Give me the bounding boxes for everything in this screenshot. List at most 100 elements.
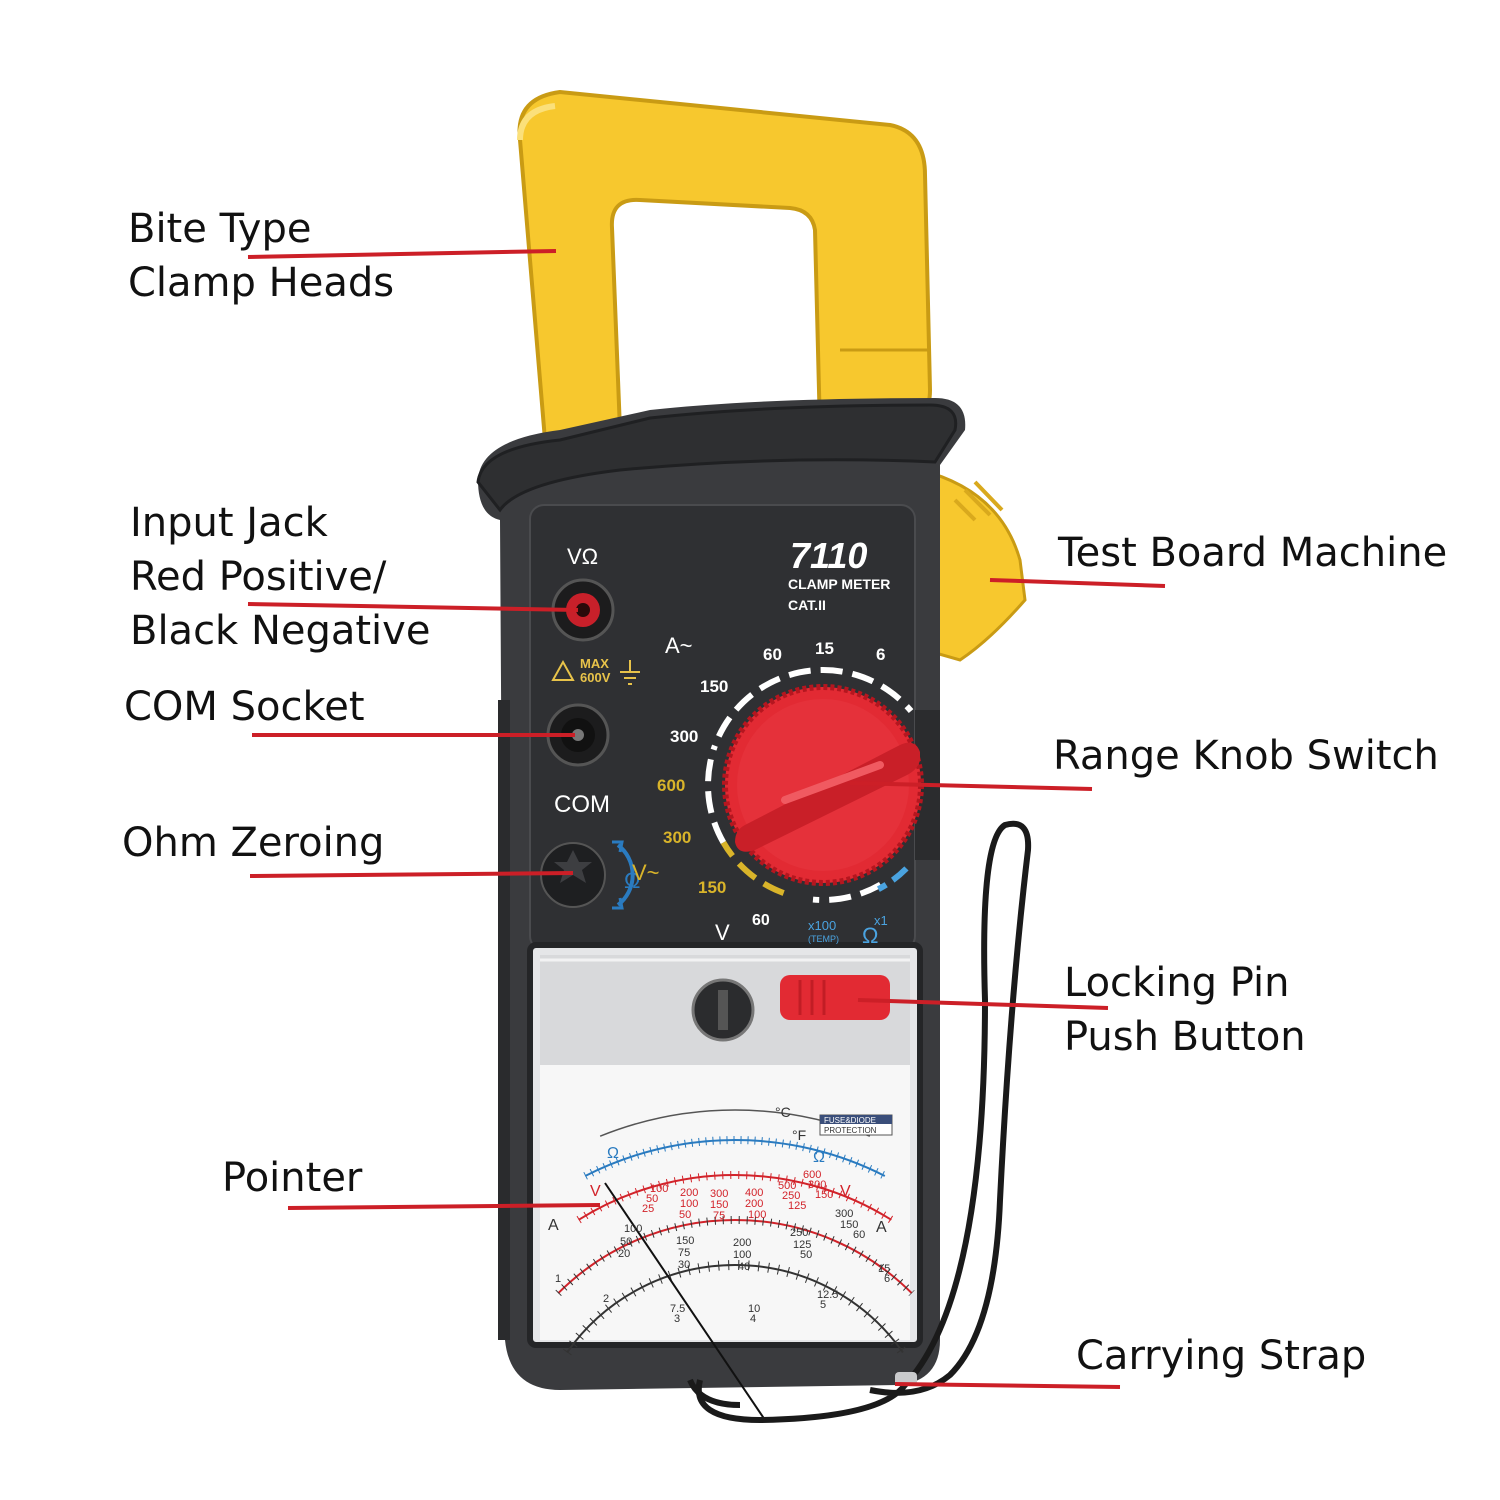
leader-bite-type bbox=[247, 249, 557, 259]
scale-a-left: A bbox=[548, 1217, 559, 1234]
model-number: 7110 bbox=[790, 535, 867, 576]
acv-range-300a: 300 bbox=[670, 727, 698, 746]
scale-v300-100: 100 bbox=[680, 1198, 698, 1210]
callout-com-socket-line1: COM Socket bbox=[124, 684, 365, 730]
scale-a6-4: 4 bbox=[750, 1313, 756, 1325]
scale-a300-100: 100 bbox=[624, 1223, 642, 1235]
scale-v150-25: 25 bbox=[642, 1203, 654, 1215]
scale-a60-20: 20 bbox=[618, 1248, 630, 1260]
callout-ohm-zeroing-line1: Ohm Zeroing bbox=[122, 820, 385, 866]
leader-pointer bbox=[287, 1203, 601, 1210]
clamp-head bbox=[517, 89, 933, 443]
acv-range-600: 600 bbox=[657, 776, 685, 795]
scale-ohm-left: Ω bbox=[607, 1145, 619, 1162]
callout-test-board: Test Board Machine bbox=[1058, 526, 1447, 580]
amp-label: A~ bbox=[665, 633, 693, 658]
scale-v600-200: 200 bbox=[680, 1187, 698, 1199]
scale-ohm-right: Ω bbox=[813, 1149, 825, 1166]
scale-ticks-a-high bbox=[555, 1215, 915, 1297]
max-warning-line2: 600V bbox=[580, 670, 611, 685]
com-jack[interactable] bbox=[546, 703, 610, 767]
scale-v150-125: 125 bbox=[788, 1200, 806, 1212]
scale-v300-250: 250 bbox=[782, 1190, 800, 1202]
scale-a150-100: 100 bbox=[733, 1249, 751, 1261]
ohm-temp: (TEMP) bbox=[808, 934, 839, 944]
leader-test-board bbox=[989, 578, 1166, 588]
scale-v150-50: 50 bbox=[679, 1209, 691, 1221]
dial-arc-dcv bbox=[812, 881, 882, 903]
scale-a6-1: 1 bbox=[555, 1273, 561, 1285]
warning-icon bbox=[551, 659, 640, 685]
leader-ohm-zeroing bbox=[249, 871, 574, 878]
scale-a300-150: 150 bbox=[676, 1235, 694, 1247]
scale-a60-40: 40 bbox=[738, 1261, 750, 1273]
leader-range-knob bbox=[849, 781, 1093, 791]
scale-a300-300: 300 bbox=[835, 1208, 853, 1220]
dcv-label: V bbox=[715, 920, 730, 945]
jack-v-ohm-label: VΩ bbox=[567, 544, 598, 569]
callout-locking-pin-line2: Push Button bbox=[1064, 1014, 1306, 1060]
scale-v600-400: 400 bbox=[745, 1187, 763, 1199]
scale-v150-75: 75 bbox=[713, 1210, 725, 1222]
acv-range-300b: 300 bbox=[663, 828, 691, 847]
callout-test-board-line1: Test Board Machine bbox=[1058, 530, 1448, 576]
callout-input-jack-line2: Red Positive/ bbox=[130, 554, 387, 600]
callout-locking-pin-line1: Locking Pin bbox=[1064, 960, 1290, 1006]
cat-rating: CAT.II bbox=[788, 597, 826, 613]
scale-unit-c: °C bbox=[775, 1104, 791, 1120]
scale-a15-2: 2 bbox=[603, 1293, 609, 1305]
scale-badge-line2: PROTECTION bbox=[824, 1126, 877, 1135]
scale-arc-a-low bbox=[566, 1264, 904, 1353]
callout-range-knob-line1: Range Knob Switch bbox=[1053, 733, 1439, 779]
callout-locking-pin: Locking Pin Push Button bbox=[1064, 956, 1306, 1064]
scale-v150-100: 100 bbox=[748, 1209, 766, 1221]
jack-com-label: COM bbox=[554, 791, 610, 818]
scale-v300-150: 150 bbox=[710, 1199, 728, 1211]
scale-a6-5: 5 bbox=[820, 1299, 826, 1311]
scale-unit-f: °F bbox=[792, 1127, 806, 1143]
scale-v-left: V bbox=[590, 1183, 601, 1200]
callout-strap-line1: Carrying Strap bbox=[1076, 1333, 1367, 1379]
scale-a60-30: 30 bbox=[678, 1259, 690, 1271]
ohm-x1: x1 bbox=[874, 913, 888, 928]
acv-range-150: 150 bbox=[698, 878, 726, 897]
scale-a6-3: 3 bbox=[674, 1313, 680, 1325]
leader-strap bbox=[894, 1382, 1121, 1389]
dial-arc-ohm bbox=[876, 866, 909, 892]
callout-range-knob: Range Knob Switch bbox=[1053, 729, 1439, 783]
scale-arc-v bbox=[578, 1174, 892, 1221]
pointer-needle bbox=[604, 1182, 766, 1421]
meter-labels: 7110 CLAMP METER CAT.II VΩ COM MAX 600V … bbox=[554, 535, 890, 948]
dial-arc-amp bbox=[716, 667, 914, 738]
scale-v600-600: 600 bbox=[803, 1169, 821, 1181]
leader-locking-pin bbox=[857, 998, 1109, 1010]
range-dial-arcs bbox=[705, 667, 914, 903]
dcv-range-60: 60 bbox=[752, 912, 770, 929]
range-knob[interactable] bbox=[722, 684, 924, 886]
callout-input-jack-line1: Input Jack bbox=[130, 500, 328, 546]
callout-pointer-line1: Pointer bbox=[222, 1155, 363, 1201]
callout-bite-type-line2: Clamp Heads bbox=[128, 260, 395, 306]
scale-v300-50: 50 bbox=[646, 1193, 658, 1205]
meter-window bbox=[527, 942, 923, 1348]
max-warning-line1: MAX bbox=[580, 656, 609, 671]
scale-v300-200: 200 bbox=[745, 1198, 763, 1210]
callout-ohm-zeroing: Ohm Zeroing bbox=[122, 816, 384, 870]
scale-arc-ohm bbox=[584, 1139, 886, 1177]
scale-a300-200: 200 bbox=[733, 1237, 751, 1249]
scale-a15-10: 10 bbox=[748, 1303, 760, 1315]
scale-v150-150: 150 bbox=[815, 1189, 833, 1201]
carrying-strap bbox=[687, 820, 1032, 1424]
trigger-lever bbox=[918, 468, 1027, 662]
scale-a15-7.5: 7.5 bbox=[670, 1303, 685, 1315]
callout-com-socket: COM Socket bbox=[124, 680, 365, 734]
scale-a15-15: 15 bbox=[878, 1263, 890, 1275]
amp-range-60: 60 bbox=[763, 645, 782, 664]
callout-pointer: Pointer bbox=[222, 1151, 362, 1205]
scale-a60-50: 50 bbox=[800, 1249, 812, 1261]
scale-a15-12.5: 12.5 bbox=[817, 1289, 838, 1301]
dial-arc-acv-low bbox=[720, 840, 785, 896]
leader-lines bbox=[247, 249, 1166, 1389]
scale-v600-300: 300 bbox=[710, 1188, 728, 1200]
